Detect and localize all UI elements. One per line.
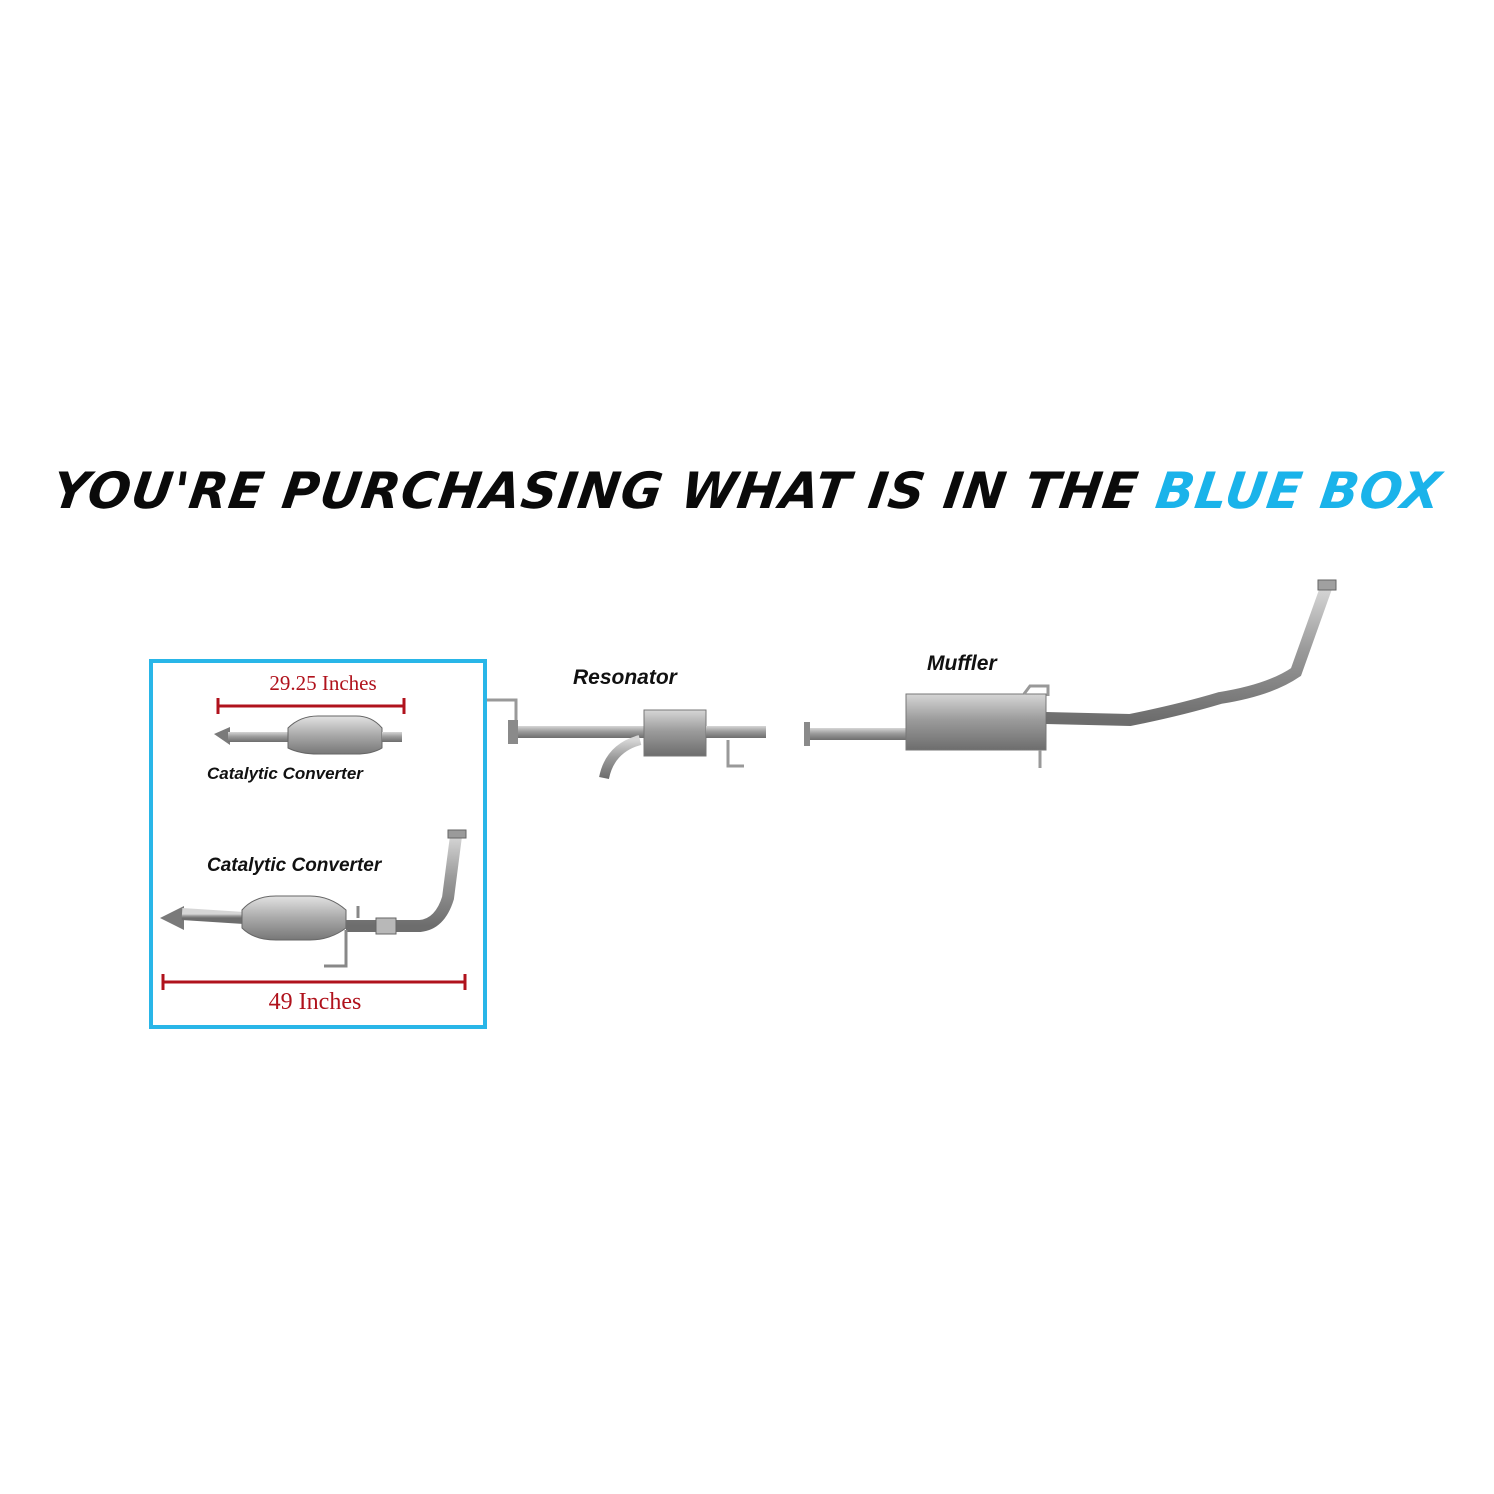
muffler-label: Muffler	[927, 652, 997, 675]
cat2-flange	[160, 906, 184, 930]
catalytic-converter-2	[160, 829, 467, 968]
muffler-inlet-pipe	[806, 728, 908, 740]
cat2-measurement: 49 Inches	[268, 989, 362, 1015]
cat1-flange	[214, 727, 230, 745]
muffler-hanger	[1022, 684, 1050, 696]
cat1-outlet-pipe	[382, 732, 402, 742]
cat2-inlet-pipe	[181, 908, 245, 924]
muffler-inlet-flange	[804, 722, 810, 746]
resonator-label: Resonator	[573, 666, 677, 689]
cat1-measurement: 29.25 Inches	[269, 671, 377, 695]
muffler-body	[905, 693, 1047, 751]
blue-box	[149, 659, 487, 1029]
resonator-flange	[508, 720, 518, 744]
muffler-assembly	[804, 579, 1337, 768]
catalytic-converter-1	[214, 715, 402, 755]
cat2-tip	[447, 829, 467, 839]
resonator-outlet-pipe	[706, 726, 766, 738]
resonator-hanger-right	[726, 740, 744, 768]
cat2-flex-joint	[375, 917, 397, 935]
cat2-label: Catalytic Converter	[207, 855, 382, 876]
cat2-dimension-line	[161, 974, 467, 990]
cat1-dimension-line	[216, 698, 406, 714]
resonator-assembly	[486, 698, 766, 780]
resonator-hanger-left	[486, 698, 518, 722]
muffler-tip	[1317, 579, 1337, 591]
cat2-hanger	[324, 930, 348, 968]
resonator-inlet-pipe	[508, 726, 644, 738]
cat1-body	[287, 715, 383, 755]
resonator-drop-pipe	[599, 735, 642, 780]
cat1-label: Catalytic Converter	[207, 764, 363, 783]
resonator-body	[643, 709, 707, 757]
cat1-inlet-pipe	[228, 732, 288, 742]
cat2-outlet-pipe	[346, 835, 462, 932]
muffler-tailpipe	[1045, 585, 1332, 727]
